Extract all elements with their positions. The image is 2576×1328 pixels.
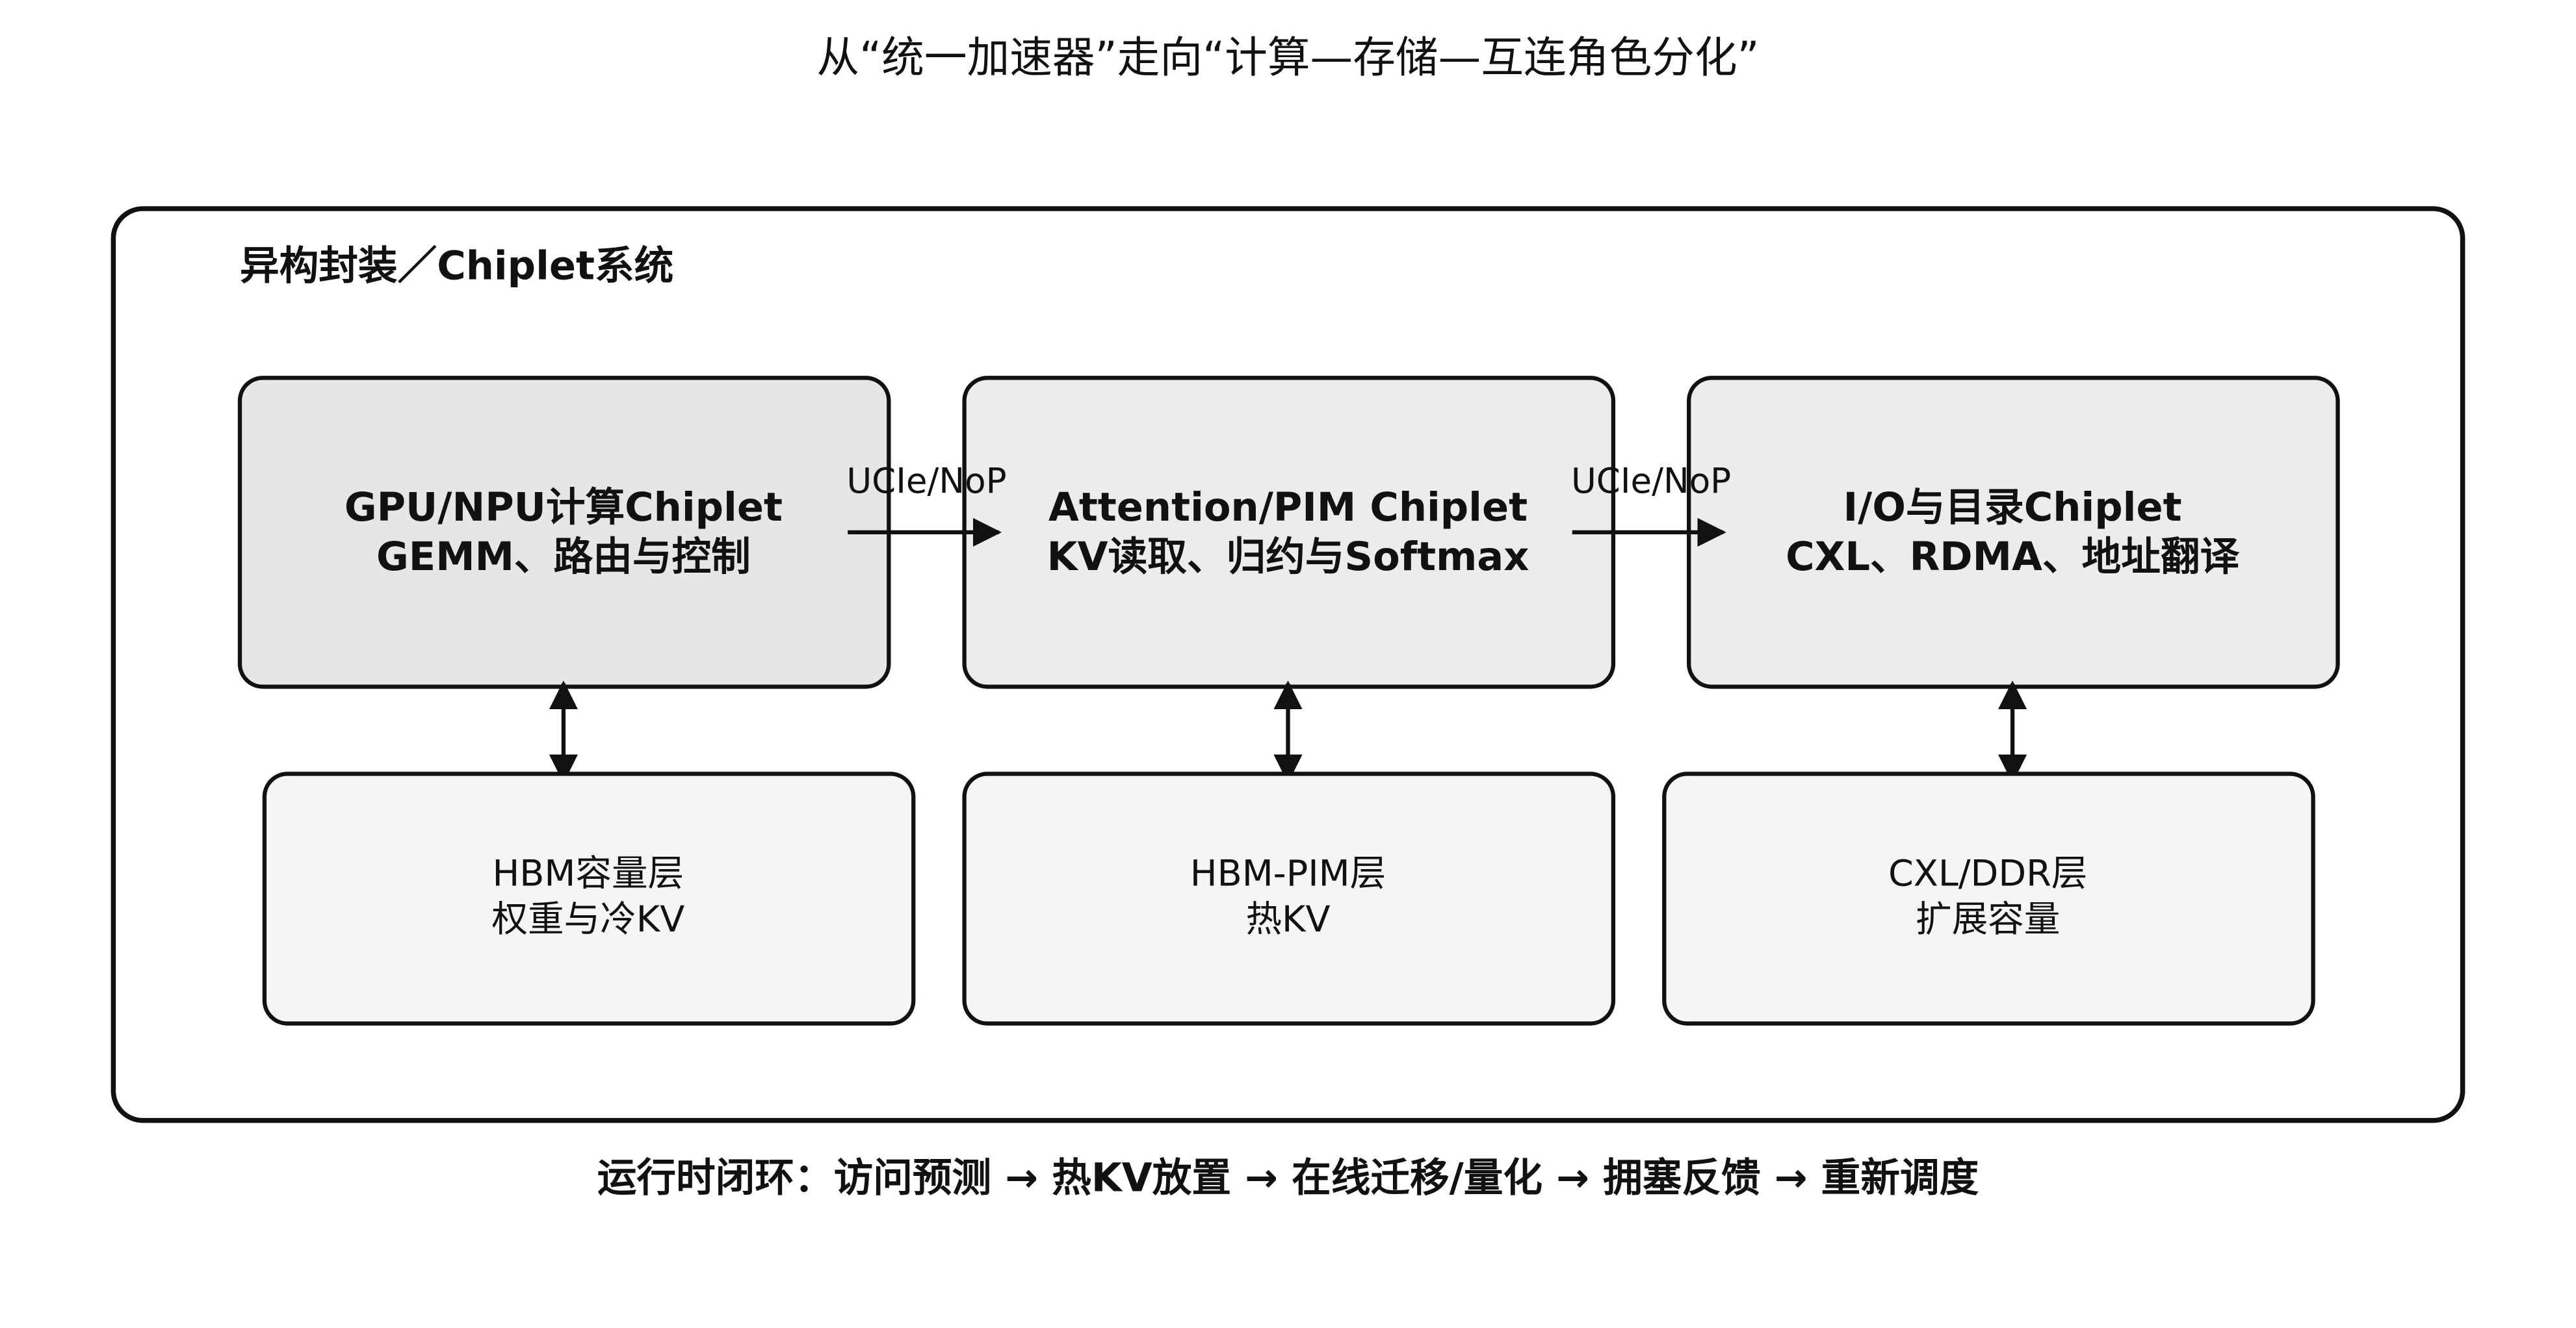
link-label: UCIe/NoP [1571, 461, 1731, 501]
memory-tier-hbm-pim: HBM-PIM层 热KV [962, 772, 1616, 1026]
memory-tier-box [962, 772, 1616, 1026]
memory-tier-box [1662, 772, 2315, 1026]
compute-chiplet-title: I/O与目录Chiplet [1843, 485, 2182, 530]
compute-chiplet-attention-pim: Attention/PIM Chiplet KV读取、归约与Softmax [962, 376, 1616, 689]
compute-chiplet-title: Attention/PIM Chiplet [1048, 485, 1528, 530]
compute-chiplet-box [237, 376, 891, 689]
memory-tier-title: CXL/DDR层 [1888, 852, 2087, 894]
memory-tier-title: HBM容量层 [492, 852, 684, 894]
compute-chiplet-gpu-npu: GPU/NPU计算Chiplet GEMM、路由与控制 [237, 376, 891, 689]
compute-chiplet-subtitle: KV读取、归约与Softmax [1047, 534, 1529, 580]
container-label: 异构封装／Chiplet系统 [240, 244, 673, 289]
compute-chiplet-io-directory: I/O与目录Chiplet CXL、RDMA、地址翻译 [1687, 376, 2340, 689]
runtime-loop-caption: 运行时闭环：访问预测 → 热KV放置 → 在线迁移/量化 → 拥塞反馈 → 重新… [597, 1155, 1979, 1201]
compute-chiplet-subtitle: GEMM、路由与控制 [376, 534, 751, 580]
memory-tier-cxl-ddr: CXL/DDR层 扩展容量 [1662, 772, 2315, 1026]
link-attention-to-io: UCIe/NoP [1571, 461, 1731, 547]
compute-chiplet-subtitle: CXL、RDMA、地址翻译 [1786, 534, 2240, 580]
link-label: UCIe/NoP [846, 461, 1006, 501]
memory-tier-subtitle: 热KV [1245, 898, 1330, 941]
memory-tier-title: HBM-PIM层 [1190, 852, 1386, 894]
memory-tier-subtitle: 扩展容量 [1916, 898, 2060, 941]
diagram-title: 从“统一加速器”走向“计算—存储—互连角色分化” [816, 33, 1759, 83]
memory-tier-hbm: HBM容量层 权重与冷KV [262, 772, 916, 1026]
compute-chiplet-title: GPU/NPU计算Chiplet [345, 485, 783, 530]
memory-tier-box [262, 772, 916, 1026]
compute-chiplet-box [962, 376, 1616, 689]
memory-tier-subtitle: 权重与冷KV [491, 898, 684, 941]
compute-chiplet-box [1687, 376, 2340, 689]
link-gpu-to-attention: UCIe/NoP [846, 461, 1007, 547]
